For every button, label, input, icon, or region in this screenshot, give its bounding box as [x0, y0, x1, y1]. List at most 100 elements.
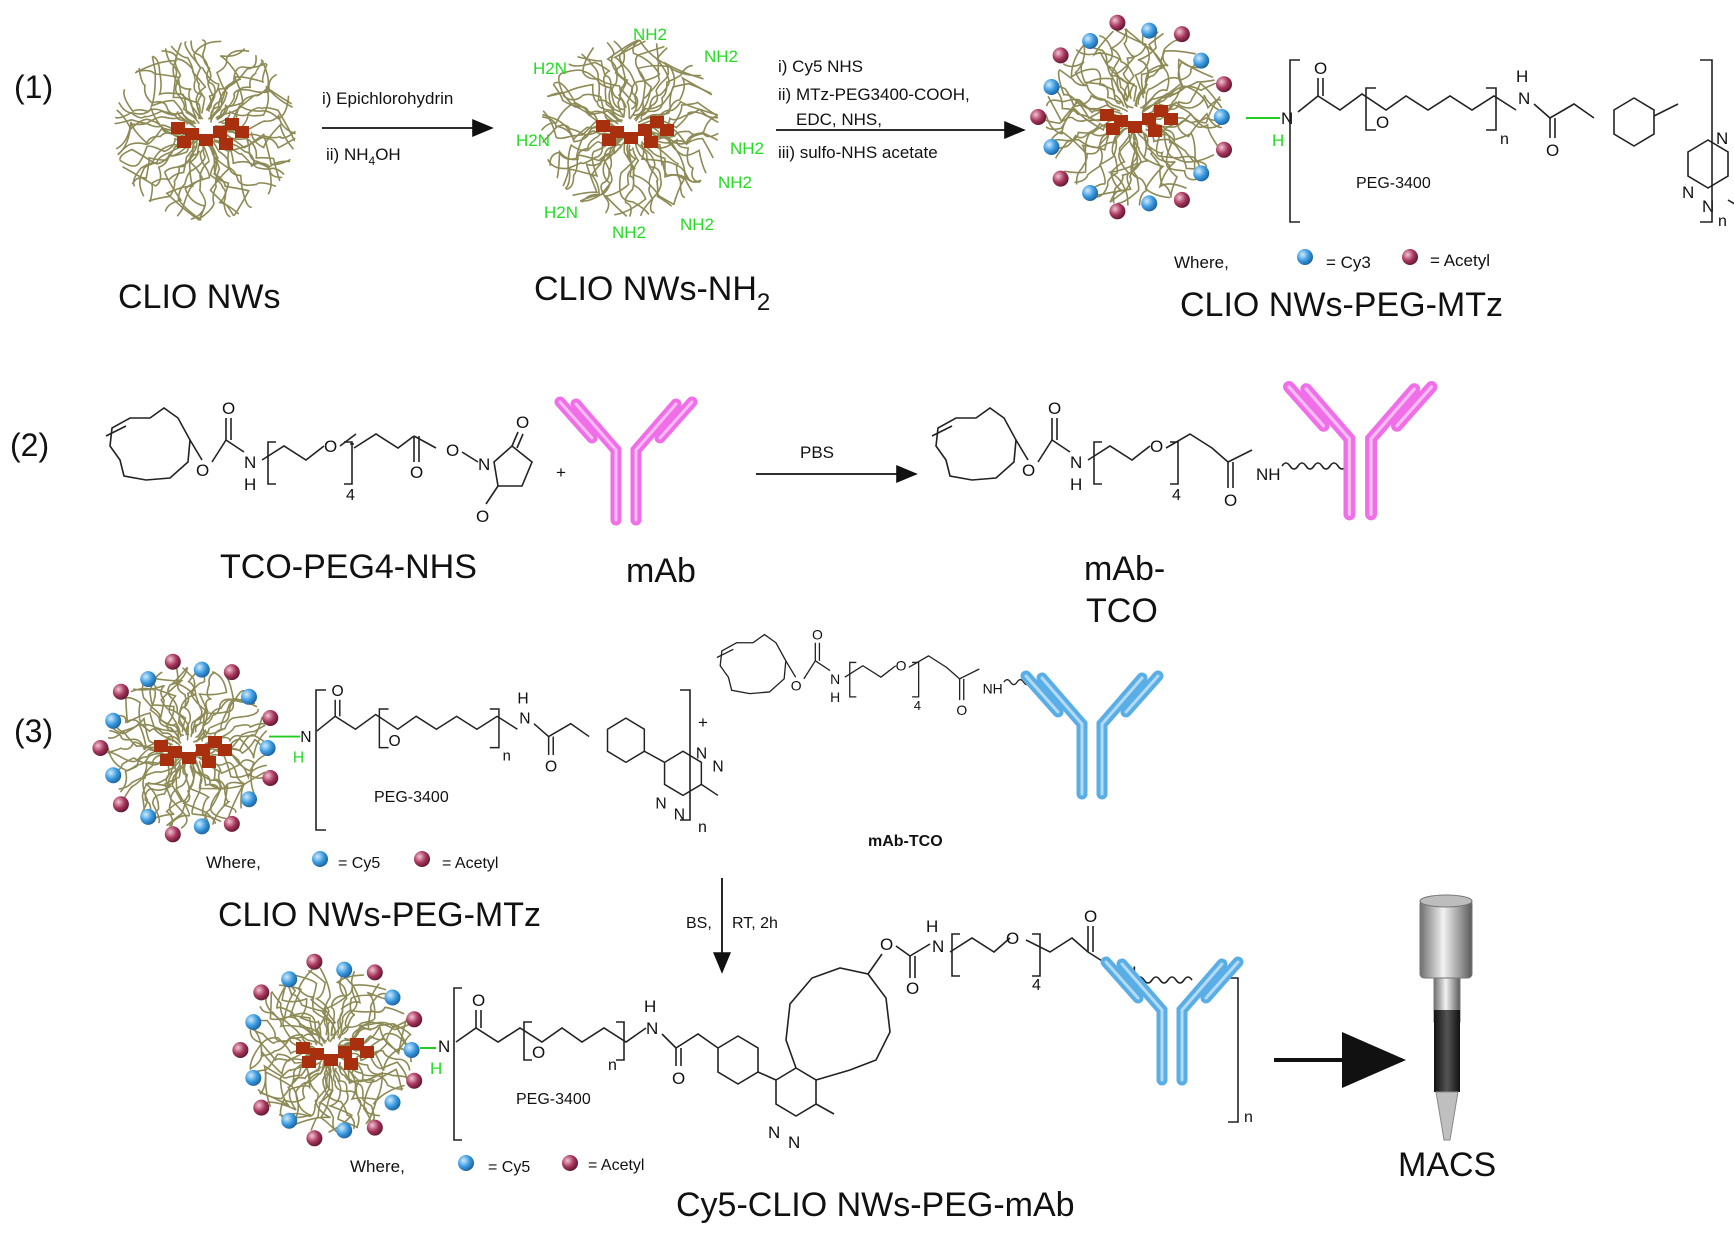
- svg-text:N: N: [646, 1019, 658, 1038]
- dextran-strand: [206, 139, 240, 215]
- svg-text:N: N: [932, 937, 944, 956]
- dextran-strand: [1109, 133, 1131, 203]
- step-label-2: (2): [10, 427, 49, 463]
- reagent-mtz-peg: ii) MTz-PEG3400-COOH,: [778, 85, 970, 104]
- svg-text:N: N: [655, 795, 666, 812]
- nanoworm-final: [232, 953, 423, 1147]
- svg-text:O: O: [410, 463, 423, 482]
- dextran-strand: [144, 761, 177, 821]
- antibody-chain-highlight: [574, 402, 618, 522]
- acetyl-dot: [1030, 109, 1047, 125]
- dextran-strand: [176, 150, 205, 217]
- antibody-chain-highlight: [1180, 962, 1224, 1082]
- svg-text:O: O: [324, 437, 337, 456]
- svg-text:N: N: [300, 729, 311, 746]
- label-macs: MACS: [1398, 1146, 1496, 1184]
- dextran-strand: [150, 763, 182, 820]
- dextran-strand: [339, 1065, 375, 1121]
- dextran-strand: [556, 132, 613, 179]
- acetyl-dot: [1216, 76, 1232, 93]
- antibody-chain-highlight: [1304, 387, 1352, 517]
- svg-text:O: O: [906, 979, 919, 998]
- dextran-strand: [285, 980, 328, 1042]
- antibody-chain-highlight: [1024, 674, 1060, 714]
- cy-dye-dot: [1193, 165, 1210, 182]
- dextran-strand: [193, 40, 222, 111]
- svg-text:O: O: [332, 683, 344, 700]
- dextran-strand: [553, 81, 620, 122]
- dextran-strand: [122, 137, 196, 187]
- dextran-strand: [294, 974, 330, 1040]
- svg-text:N: N: [438, 1037, 450, 1056]
- dextran-strand: [187, 668, 203, 737]
- dextran-strand: [557, 73, 621, 122]
- acetyl-dot: [164, 826, 181, 843]
- acetyl-dot: [1109, 14, 1126, 31]
- label-clio-nws-nh2: CLIO NWs-NH2: [534, 270, 770, 316]
- reagent-pbs: PBS: [800, 443, 834, 462]
- cy-dye-dot: [281, 971, 298, 988]
- dextran-strand: [190, 758, 222, 822]
- step-label-1: (1): [14, 69, 53, 105]
- iron-oxide-core: [196, 744, 210, 756]
- antibody-chain-highlight: [1040, 676, 1084, 796]
- bracket-right-row3: [680, 689, 691, 821]
- cy-dye-dot: [245, 1014, 262, 1031]
- cy-dye-dot: [1213, 109, 1230, 125]
- cy-dye-dot: [384, 1094, 401, 1111]
- dextran-strand: [152, 55, 200, 124]
- dextran-strand: [1074, 130, 1124, 184]
- dextran-strand: [197, 138, 221, 221]
- svg-text:O: O: [389, 733, 401, 750]
- dextran-strand: [349, 1047, 413, 1071]
- legend-acetyl-final: = Acetyl: [588, 1157, 644, 1174]
- dextran-strand: [113, 714, 174, 742]
- svg-text:O: O: [196, 461, 209, 480]
- dextran-strand: [332, 1067, 362, 1129]
- bracket-left-row3: [315, 689, 326, 831]
- iron-oxide-core: [213, 126, 227, 138]
- dextran-strand: [1116, 132, 1140, 205]
- svg-text:O: O: [532, 1043, 545, 1062]
- svg-text:O: O: [516, 413, 529, 432]
- dextran-strand: [220, 60, 264, 119]
- cy-dye-dot: [259, 740, 276, 756]
- label-clio-peg-mtz-row3: CLIO NWs-PEG-MTz: [218, 896, 541, 934]
- svg-text:n: n: [1500, 131, 1509, 148]
- dextran-strand: [215, 63, 268, 119]
- cy-dye-dot: [245, 1069, 262, 1086]
- dextran-strand: [1062, 61, 1123, 104]
- dextran-strand: [307, 970, 330, 1042]
- iron-oxide-core: [1142, 113, 1156, 125]
- dextran-strand: [265, 997, 321, 1043]
- amine-label: NH2: [612, 223, 646, 242]
- dextran-strand: [209, 136, 252, 209]
- cy-dye-dot: [336, 961, 353, 978]
- acetyl-dot: [406, 1072, 423, 1089]
- dextran-strand: [1058, 69, 1128, 113]
- label-clio-nws: CLIO NWs: [118, 278, 280, 316]
- iron-oxide-core: [218, 744, 232, 756]
- cy-dye-dot: [1082, 185, 1099, 201]
- iron-oxide-core: [302, 1056, 316, 1068]
- final-conjugate-structure: N H O O n H N O N N O O N H O 4: [420, 907, 1193, 1152]
- dextran-strand: [333, 974, 365, 1040]
- acetyl-dot: [366, 964, 383, 981]
- svg-text:O: O: [1022, 461, 1035, 480]
- cy-dye-dot: [281, 1112, 298, 1129]
- svg-text:NH: NH: [1256, 465, 1281, 484]
- dextran-strand: [294, 1058, 331, 1126]
- legend-where-final: Where,: [350, 1157, 405, 1176]
- legend-where-row3: Where,: [206, 853, 261, 872]
- dextran-strand: [1145, 55, 1199, 105]
- dextran-strand: [646, 114, 718, 138]
- acetyl-dot: [262, 770, 279, 786]
- svg-text:N: N: [1518, 89, 1530, 108]
- dextran-strand: [114, 116, 196, 128]
- dextran-strand: [338, 991, 398, 1040]
- svg-text:O: O: [896, 658, 907, 674]
- dextran-strand: [614, 138, 647, 216]
- cy-dye-dot: [1141, 22, 1158, 39]
- dextran-strand: [281, 978, 322, 1036]
